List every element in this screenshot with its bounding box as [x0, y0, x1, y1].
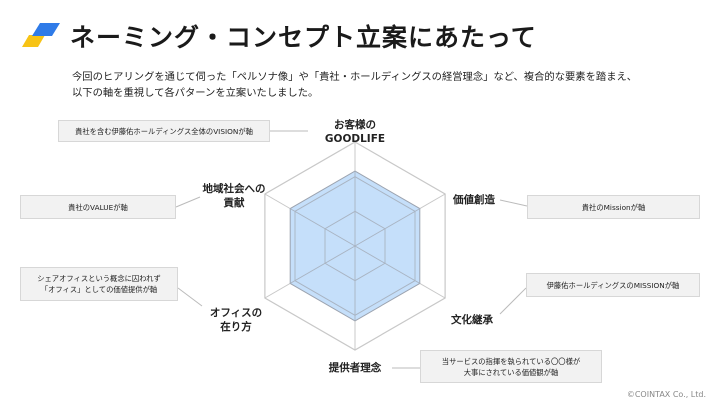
- connector-upper-left: [175, 196, 201, 208]
- description-line-2: 以下の軸を重視して各パターンを立案いたしました。: [72, 87, 319, 99]
- note-connectors: [175, 130, 528, 369]
- copyright: ©COINTAX Co., Ltd.: [626, 390, 706, 399]
- axis-label-lower-right: 文化継承: [451, 314, 493, 326]
- radar-axis-overlay-lower-right: [354, 245, 421, 284]
- connector-lower-right: [499, 287, 527, 315]
- radar-grid-overlay: [289, 171, 421, 321]
- note-lower-right: 伊藤佑ホールディングスのMISSIONが軸: [526, 273, 700, 297]
- axis-label-top: お客様の GOODLIFE: [324, 119, 386, 145]
- radar-axis-overlay-upper-left: [289, 208, 356, 247]
- axis-label-bottom: 提供者理念: [328, 362, 382, 374]
- page-title: ネーミング・コンセプト立案にあたって: [70, 23, 537, 52]
- logo-blue-shape: [32, 23, 60, 36]
- note-top: 貴社を含む伊藤佑ホールディングス全体のVISIONが軸: [58, 120, 270, 142]
- connector-upper-right: [499, 199, 528, 207]
- note-upper-right: 貴社のMissionが軸: [527, 195, 700, 219]
- note-lower-left: シェアオフィスという概念に囚われず 「オフィス」としての価値提供が軸: [20, 267, 178, 301]
- note-upper-left: 貴社のVALUEが軸: [20, 195, 176, 219]
- axis-label-lower-left: オフィスの 在り方: [209, 307, 263, 333]
- radar-axis-overlay-lower-left: [289, 245, 356, 284]
- logo-yellow-shape: [22, 35, 45, 47]
- description: 今回のヒアリングを通じて伺った「ペルソナ像」や「貴社・ホールディングスの経営理念…: [72, 69, 637, 101]
- connector-lower-left: [177, 287, 203, 307]
- axis-label-upper-right: 価値創造: [453, 194, 495, 206]
- radar-axis-overlay-upper-right: [354, 208, 421, 247]
- axis-label-upper-left: 地域社会への 貢献: [202, 183, 266, 209]
- brand-logo-icon: [22, 23, 60, 47]
- description-line-1: 今回のヒアリングを通じて伺った「ペルソナ像」や「貴社・ホールディングスの経営理念…: [72, 71, 638, 83]
- note-bottom: 当サービスの指揮を執られている〇〇様が 大事にされている価値観が軸: [420, 350, 602, 383]
